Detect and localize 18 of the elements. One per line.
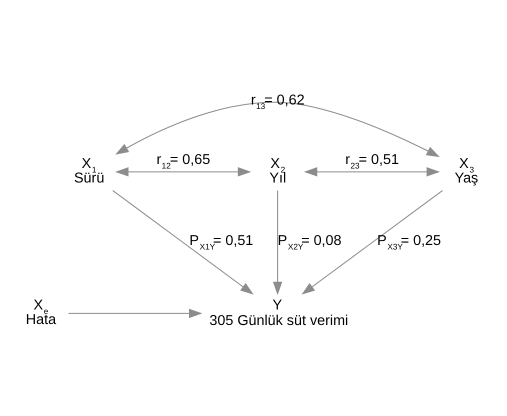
arrow <box>304 167 440 177</box>
node-text: X$_{2}$ Yıl <box>269 156 286 186</box>
arrow <box>115 102 440 158</box>
arrow <box>112 190 254 295</box>
node-text: X$_{1}$ Sürü <box>74 156 104 186</box>
node-text: X$_{3}$ Yaş <box>454 156 478 186</box>
edge-label: r$_{13}$= 0,62 <box>250 92 305 111</box>
edge-label: r$_{23}$= 0,51 <box>345 152 399 170</box>
edge-label: P$_{X3Y}$= 0,25 <box>377 232 442 252</box>
arrow <box>272 190 282 296</box>
edge-label: r$_{12}$= 0,65 <box>156 152 210 170</box>
node-text: Y 305 Günlük süt verimi <box>209 298 348 329</box>
edge-label: P$_{X1Y}$= 0,51 <box>189 232 254 252</box>
node-text: X$_{e}$ Hata <box>26 298 56 328</box>
arrow <box>302 190 443 295</box>
edge-label: P$_{X2Y}$= 0,08 <box>278 232 342 252</box>
arrow <box>115 167 252 177</box>
arrow <box>68 308 202 318</box>
